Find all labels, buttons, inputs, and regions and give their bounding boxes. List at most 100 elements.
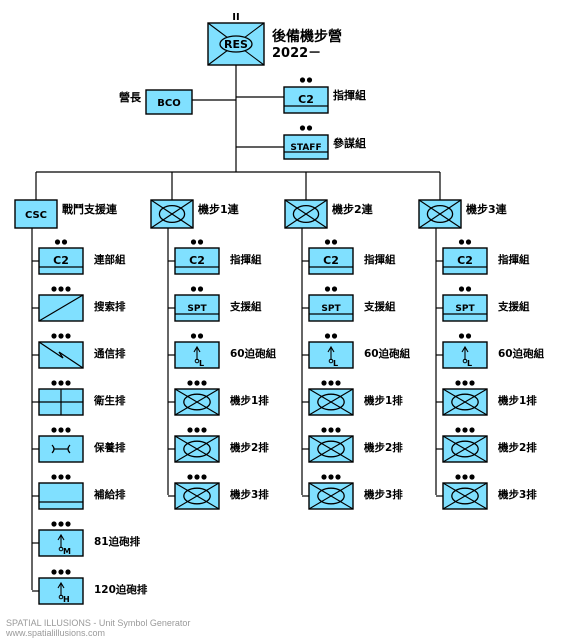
platoon-echelon: [187, 380, 207, 386]
company-0-symbol: CSC: [14, 199, 58, 229]
echelon-dot: [197, 239, 204, 245]
echelon-dot: [328, 427, 334, 433]
mortar-base: [194, 358, 200, 364]
symbol-code: SPT: [187, 304, 207, 314]
platoon-echelon: [51, 427, 71, 433]
platoon-2-2-symbol: L: [308, 341, 354, 369]
echelon-dot: [465, 333, 472, 339]
symbol-frame: [283, 86, 329, 114]
echelon-dot: [455, 474, 461, 480]
platoon-label: 81迫砲排: [94, 535, 141, 548]
echelon-dot: [58, 286, 64, 292]
symbol-frame: [38, 482, 84, 510]
platoon-label: 機步3排: [230, 488, 269, 501]
mortar-base: [328, 358, 334, 364]
staff-echelon: [299, 125, 313, 131]
symbol-code: C2: [53, 254, 69, 267]
symbol-code: SPT: [321, 304, 341, 314]
echelon-dot: [190, 286, 197, 292]
echelon-dot: [51, 286, 57, 292]
bco-label: 營長: [119, 90, 142, 104]
symbol-frame: [308, 247, 354, 275]
echelon-dot: [331, 333, 338, 339]
platoon-echelon: [321, 474, 341, 480]
mortar-arrow: [461, 345, 469, 353]
connector-lines: [31, 65, 443, 592]
platoon-2-3-symbol: [308, 388, 354, 416]
battalion-echelon-marker: II: [232, 12, 239, 23]
echelon-dot: [187, 427, 193, 433]
tracked-oval: [292, 204, 320, 224]
echelon-dot: [462, 427, 468, 433]
platoon-echelon: [190, 333, 204, 339]
tracked-oval: [183, 393, 211, 411]
tracked-oval: [451, 487, 479, 505]
platoon-3-0-symbol: C2: [442, 247, 488, 275]
platoon-label: 指揮組: [498, 253, 530, 266]
platoon-label: 補給排: [93, 488, 126, 501]
platoon-0-1-symbol: [38, 294, 84, 322]
echelon-dot: [465, 239, 472, 245]
platoon-label: 60迫砲組: [498, 347, 545, 360]
platoon-0-7-symbol: H: [38, 577, 84, 605]
echelon-dot: [299, 77, 306, 83]
staff-label: 參謀組: [333, 136, 366, 150]
platoon-label: 指揮組: [364, 253, 396, 266]
symbol-frame: [308, 294, 354, 322]
tracked-oval: [219, 35, 253, 53]
echelon-dot: [65, 474, 71, 480]
platoon-echelon: [51, 380, 71, 386]
echelon-dot: [190, 239, 197, 245]
tracked-oval: [183, 440, 211, 458]
symbol-frame: [174, 247, 220, 275]
echelon-dot: [197, 333, 204, 339]
echelon-dot: [299, 125, 306, 131]
tracked-oval: [317, 440, 345, 458]
tracked-oval: [317, 487, 345, 505]
company-2-symbol: [284, 199, 328, 229]
echelon-dot: [335, 474, 341, 480]
cross-line: [174, 435, 220, 463]
platoon-0-3-symbol: [38, 388, 84, 416]
platoon-label: 支援組: [229, 300, 262, 313]
platoon-3-1-symbol: SPT: [442, 294, 488, 322]
platoon-echelon: [455, 474, 475, 480]
tracked-oval: [317, 393, 345, 411]
echelon-dot: [51, 427, 57, 433]
tracked-oval: [183, 487, 211, 505]
footer-credit: SPATIAL ILLUSIONS - Unit Symbol Generato…: [5, 618, 190, 638]
echelon-dot: [469, 427, 475, 433]
tracked-oval: [158, 204, 186, 224]
echelon-dot: [58, 474, 64, 480]
platoon-3-4-symbol: [442, 435, 488, 463]
platoon-echelon: [51, 569, 71, 575]
platoon-label: 保養排: [93, 441, 126, 454]
echelon-dot: [51, 333, 57, 339]
echelon-dot: [51, 380, 57, 386]
symbol-frame: [38, 247, 84, 275]
echelon-dot: [187, 380, 193, 386]
cross-line: [308, 388, 354, 416]
echelon-dot: [321, 474, 327, 480]
mortar-size: M: [63, 547, 71, 556]
platoon-3-2-symbol: L: [442, 341, 488, 369]
platoon-label: 支援組: [497, 300, 530, 313]
echelon-dot: [54, 239, 61, 245]
unit-subtitle: 2022－: [272, 46, 321, 61]
echelon-dot: [462, 380, 468, 386]
echelon-dot: [61, 239, 68, 245]
c2-echelon: [299, 77, 313, 83]
tracked-oval: [451, 393, 479, 411]
symbol-code: BCO: [157, 98, 180, 109]
mortar-arrow: [193, 345, 201, 353]
tracked-oval: [451, 440, 479, 458]
cross-line: [174, 482, 220, 510]
echelon-dot: [190, 333, 197, 339]
symbol-frame: [442, 294, 488, 322]
tracked-oval: [426, 204, 454, 224]
symbol-code: CSC: [25, 210, 47, 221]
symbol-code: SPT: [455, 304, 475, 314]
platoon-label: 機步2排: [364, 441, 403, 454]
platoon-1-5-symbol: [174, 482, 220, 510]
